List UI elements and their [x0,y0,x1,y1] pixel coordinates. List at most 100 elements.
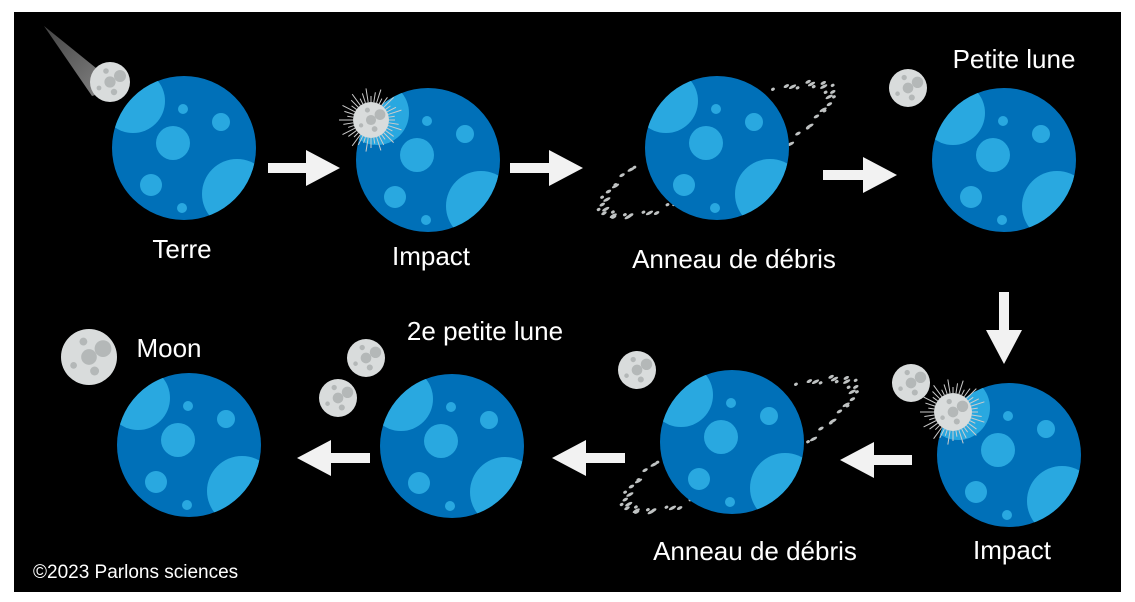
moon-crater [331,384,337,391]
crater [140,174,162,196]
crater [998,116,1008,126]
crater [1037,420,1055,438]
moon-crater [947,406,959,418]
arrow [268,150,340,186]
label-impact-2: Impact [973,535,1052,565]
impact-spark [361,93,366,104]
debris-rock [596,207,601,212]
impact-spark [934,425,940,431]
impact-spark [342,105,356,113]
debris-rock [636,478,641,482]
impact-spark [933,385,943,397]
impact-spark [385,105,391,110]
debris-rock [826,102,833,107]
arrow-shape [510,150,583,186]
impact-spark [378,135,385,146]
crater [710,203,720,213]
label-ring-1: Anneau de débris [632,244,836,274]
debris-rock [807,81,816,87]
moon-crater [366,364,373,371]
debris-rock [634,505,638,509]
debris-rock [788,84,797,90]
arrow-shape [297,440,370,476]
crater [161,423,195,457]
moon [61,329,117,385]
moon-crater [81,349,97,365]
moon [618,351,656,389]
impact-spark [387,109,402,115]
crater [997,215,1007,225]
debris-rock [602,206,610,212]
moon-crater [96,85,102,91]
debris-rock [805,79,811,84]
moon-crater [898,386,903,391]
impact-spark [386,106,397,113]
impact-spark [376,136,382,151]
impact-spark [955,430,958,437]
label-moon: Moon [136,333,201,363]
arrow [552,440,625,476]
debris-rock [813,114,820,119]
impact-spark [363,136,366,143]
debris-rock [836,409,843,414]
debris-rock [609,213,617,218]
impact-spark [342,127,356,135]
debris-rock [624,214,632,220]
debris-rock [601,211,607,216]
debris-rock [619,173,625,178]
moon [90,62,130,102]
impact-spark [955,383,959,394]
crater [183,401,193,411]
debris-rock [676,506,683,511]
crater [688,468,710,490]
moon-crater [369,346,382,358]
debris-rock [805,126,810,130]
arrow-shape [986,292,1022,364]
debris-rock [645,508,650,512]
impact-spark [383,132,394,143]
debris-rock [820,81,827,85]
crater [480,411,498,429]
impact-spark [961,389,965,396]
moon-crater [338,404,345,411]
arrow [840,442,912,478]
debris-rock [819,107,827,113]
impact-spark [970,417,985,423]
moon-crater [901,74,907,81]
moon-crater [637,376,644,383]
crater [217,410,235,428]
impact-spark [385,130,394,137]
debris-rock [605,189,612,194]
label-impact-1: Impact [392,241,471,271]
moon-crater [110,88,118,96]
crater [981,433,1015,467]
crater [421,215,431,225]
impact-spark [923,396,937,404]
impact-spark [351,93,361,106]
debris-rock [811,379,820,385]
debris-rock [853,384,859,389]
impact-spark [387,125,402,131]
impact-spark [924,414,935,418]
arrow [823,157,897,193]
crater [760,407,778,425]
debris-rock [622,213,627,217]
debris-rock [628,484,635,489]
arrow-shape [823,157,897,193]
moon [339,88,402,152]
debris-rock [613,183,618,187]
moon-crater [956,400,969,412]
moon-crater [624,373,629,378]
debris-rock [811,85,816,89]
moon-crater [902,82,914,94]
moon-crater [631,364,643,376]
moon-crater [895,91,900,96]
impact-spark [351,105,357,110]
impact-spark [947,379,951,394]
debris-rock [632,165,637,169]
impact-spark [971,414,982,418]
moon-crater [332,392,344,404]
arrow [297,440,370,476]
impact-spark [929,417,936,421]
